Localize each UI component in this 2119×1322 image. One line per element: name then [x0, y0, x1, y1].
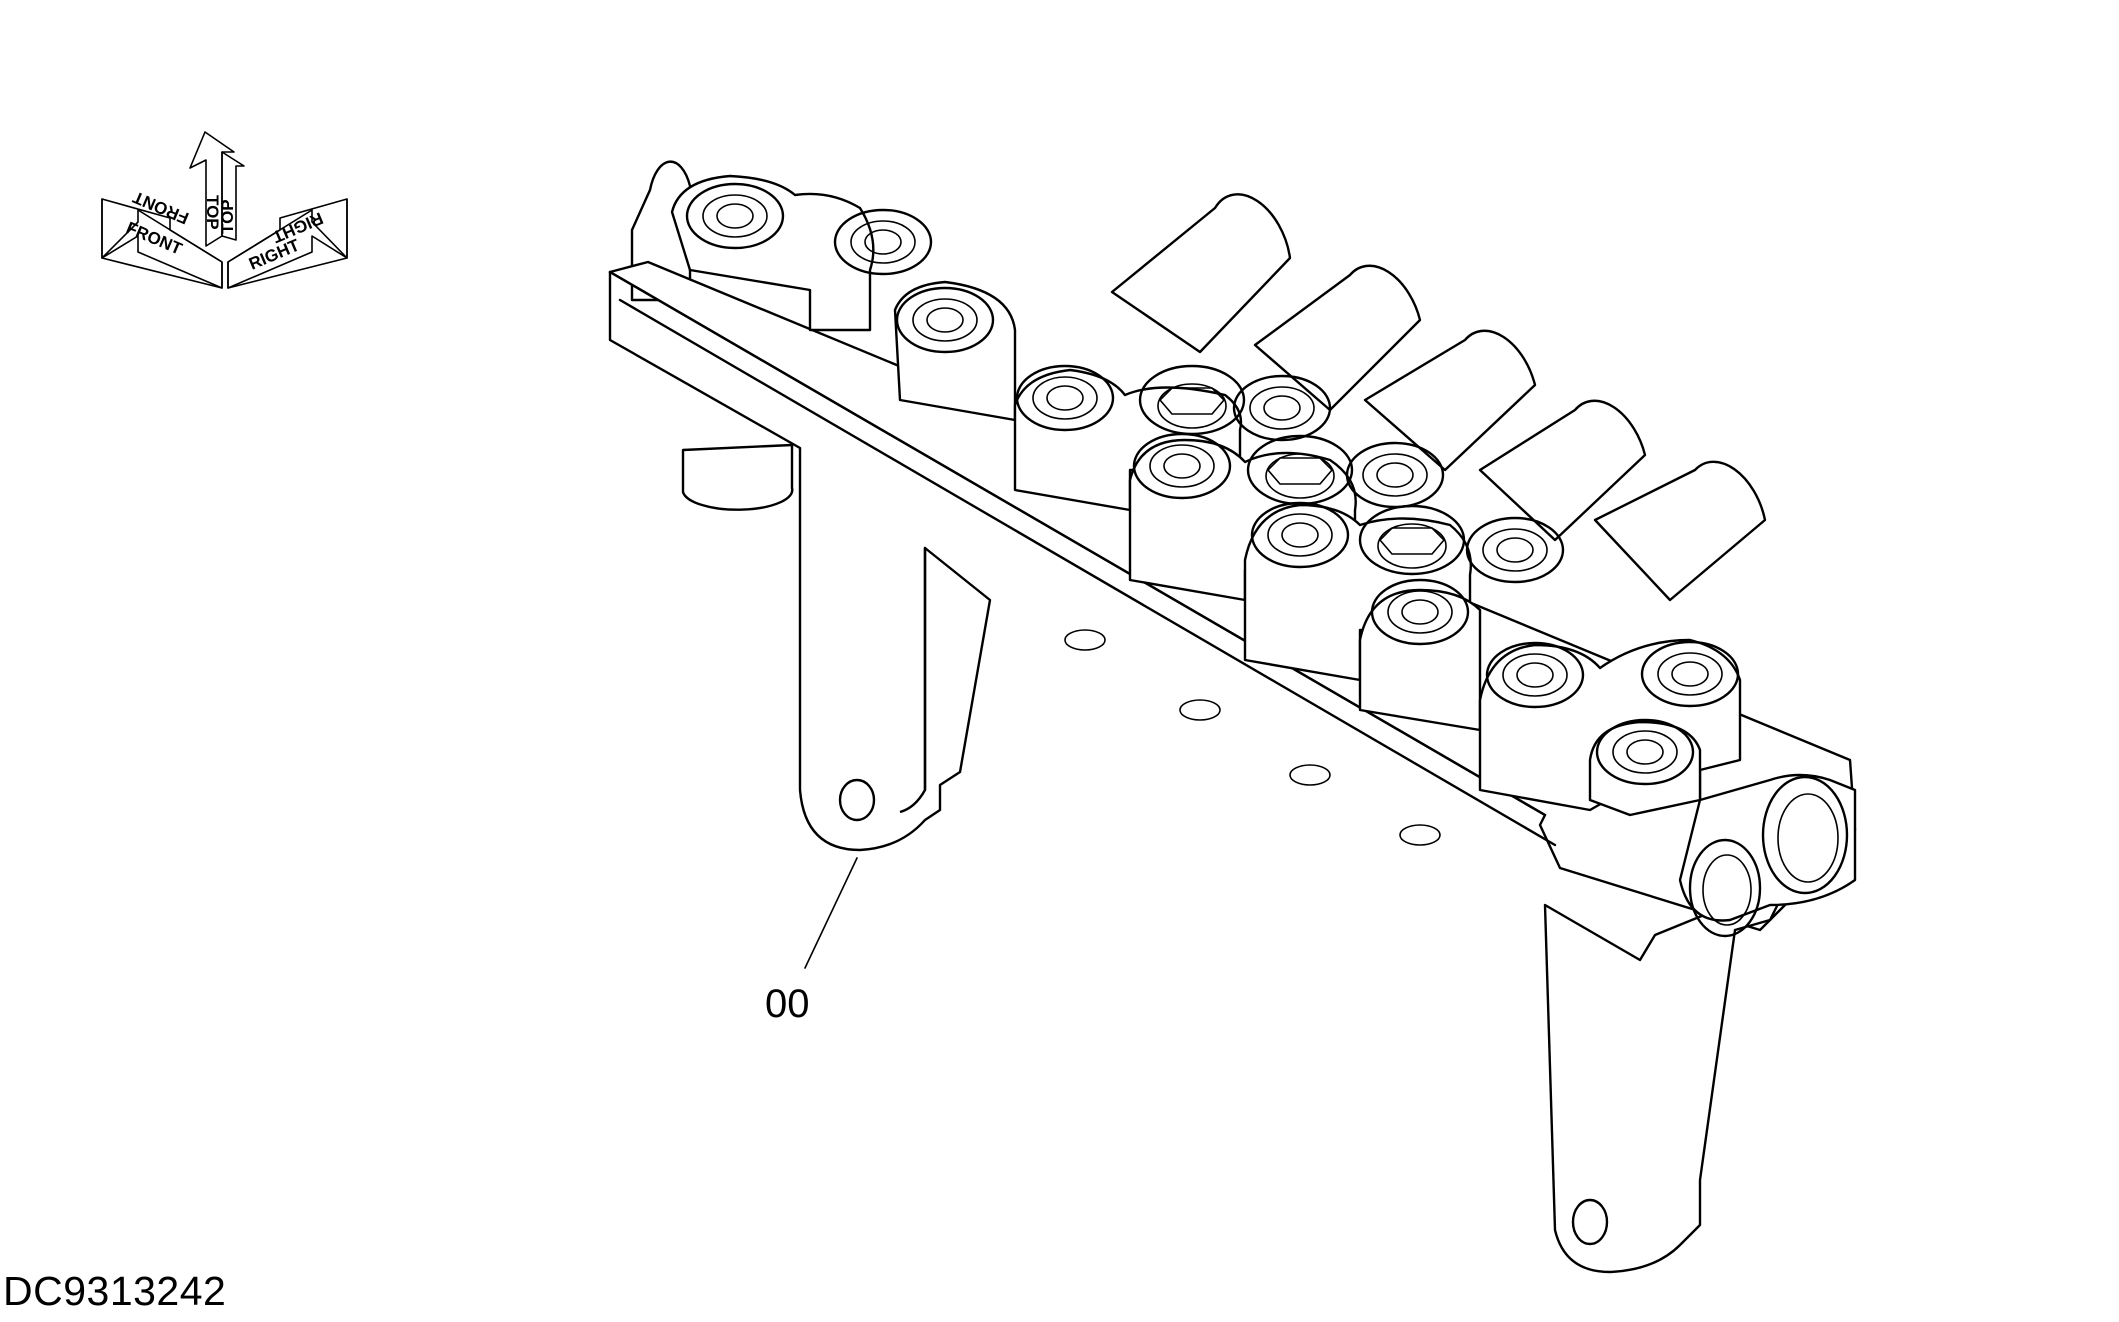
callout-00: 00: [765, 857, 858, 1026]
top-label-mirror: TOP: [218, 199, 237, 234]
right-label-mirror: RIGHT: [269, 208, 326, 246]
valve-block-assembly: [608, 160, 1857, 1274]
orientation-indicator: FRONT FRONT TOP TOP RIGHT RIGHT: [101, 131, 348, 289]
top-label: TOP: [203, 195, 222, 230]
right-leg: [1543, 878, 1792, 1274]
lower-fittings: [1064, 629, 1441, 846]
right-arrow-icon: RIGHT RIGHT: [227, 198, 348, 289]
top-arrow-icon: TOP TOP: [189, 131, 245, 247]
side-ports: [1678, 773, 1857, 938]
drawing-id: DC9313242: [3, 1268, 227, 1314]
hex-sockets: [1138, 364, 1466, 576]
left-leg: [798, 448, 992, 852]
solenoid-cylinders: [1110, 193, 1767, 602]
callout-label: 00: [765, 982, 810, 1026]
lower-stub: [681, 443, 794, 511]
